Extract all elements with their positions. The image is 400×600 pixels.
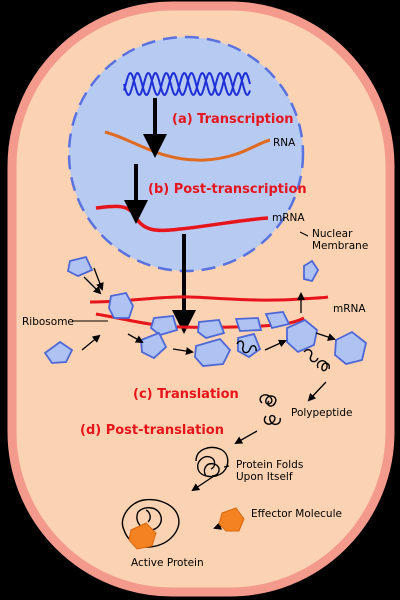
ribosome-icon	[234, 317, 263, 332]
step-translation: (c) Translation	[133, 387, 239, 402]
label-mrna-cytoplasm: mRNA	[333, 303, 366, 315]
mrna-strand-nucleus	[95, 204, 269, 233]
effector-molecule-icon	[128, 522, 157, 550]
label-protein-folds-2: Upon Itself	[236, 471, 293, 483]
label-ribosome: Ribosome	[22, 316, 74, 328]
ribosome-icon	[140, 331, 168, 360]
label-nuclear-membrane-1: Nuclear	[312, 228, 353, 240]
ribosome-icon	[108, 291, 134, 319]
ribosome-icon	[286, 318, 318, 354]
polypeptide-chains	[121, 340, 331, 548]
step-transcription: (a) Transcription	[172, 112, 294, 127]
folded-protein	[195, 446, 229, 478]
label-effector-molecule: Effector Molecule	[251, 508, 342, 520]
ribosome-icon	[149, 315, 179, 336]
label-rna: RNA	[273, 137, 296, 149]
ribosome-icon	[197, 319, 226, 339]
ribosomes	[43, 255, 368, 367]
label-polypeptide: Polypeptide	[291, 407, 352, 419]
dna-helix-icon	[123, 71, 251, 97]
ribosome-icon	[303, 259, 320, 283]
leader-lines	[72, 231, 309, 322]
label-mrna-nucleus: mRNA	[272, 212, 305, 224]
rna-strand	[104, 130, 271, 162]
step-post-translation: (d) Post-translation	[80, 423, 224, 438]
label-protein-folds-1: Protein Folds	[236, 459, 303, 471]
label-active-protein: Active Protein	[131, 557, 204, 569]
ribosome-icon	[264, 311, 291, 330]
mrna-strand-cytoplasm	[89, 295, 329, 304]
ribosome-icon	[194, 337, 232, 367]
effector-molecule-icon	[218, 507, 245, 532]
ribosome-icon	[66, 255, 94, 277]
polypeptide-coil	[259, 394, 281, 425]
label-nuclear-membrane-2: Membrane	[312, 240, 368, 252]
ribosome-icon	[43, 340, 74, 364]
step-post-transcription: (b) Post-transcription	[148, 182, 307, 197]
ribosome-icon	[334, 330, 368, 365]
